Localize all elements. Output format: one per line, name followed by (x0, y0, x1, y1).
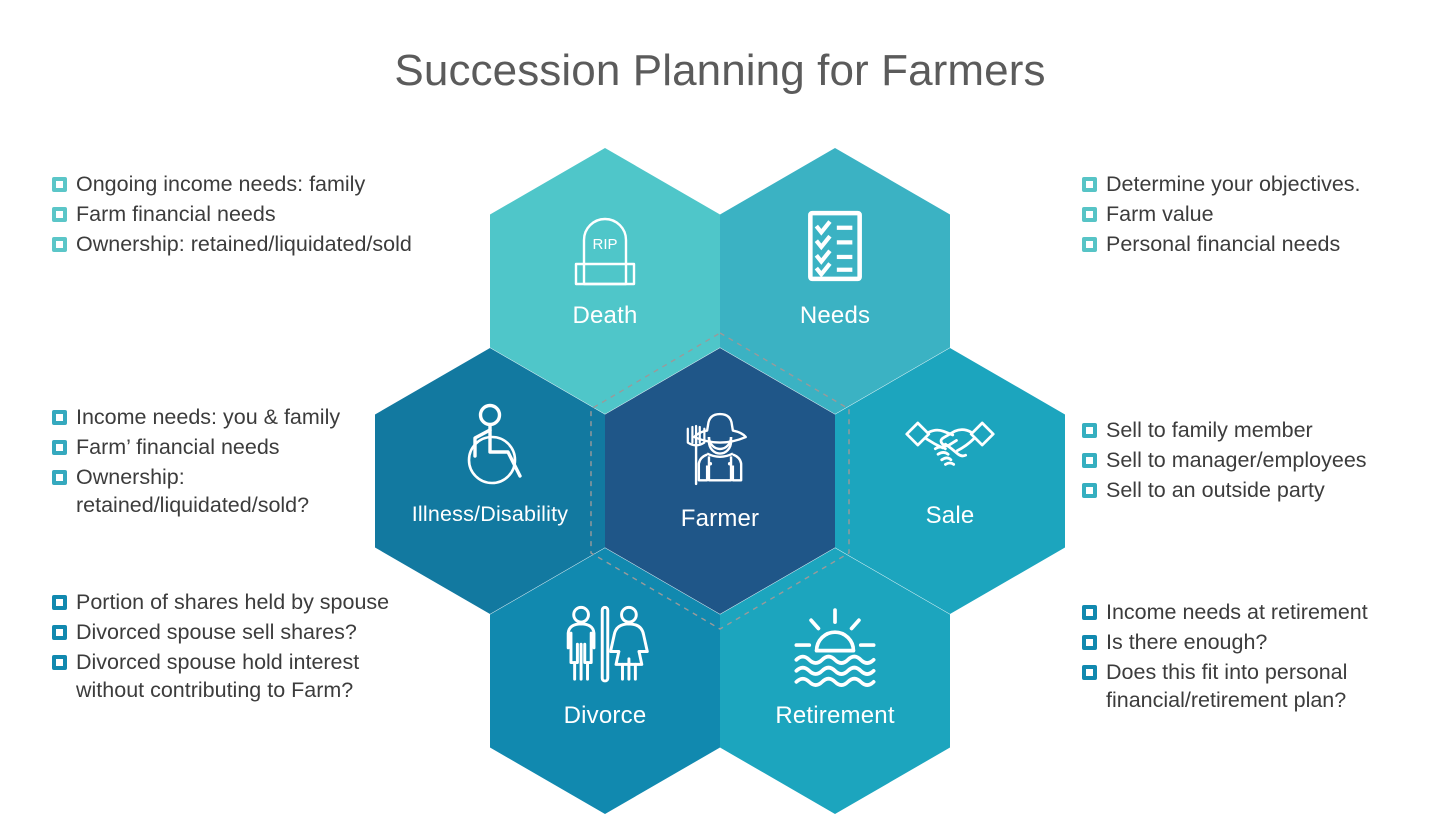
list-item: Determine your objectives. (1082, 170, 1432, 198)
checkbox-bullet-icon (1082, 207, 1097, 222)
checkbox-bullet-icon (52, 410, 67, 425)
farmer-icon (674, 403, 766, 495)
bullet-text: Portion of shares held by spouse (76, 590, 390, 614)
hexagon-label: Farmer (680, 505, 760, 532)
hexagon-label: Divorce (563, 702, 647, 729)
list-item: Farm value (1082, 200, 1432, 228)
bullet-text: Ongoing income needs: family (76, 172, 366, 196)
bullet-text: Sell to an outside party (1106, 478, 1325, 502)
checkbox-bullet-icon (52, 625, 67, 640)
checklist-icon (789, 200, 881, 292)
checkbox-bullet-icon (52, 655, 67, 670)
list-item: Sell to family member (1082, 416, 1432, 444)
bullet-text: Farm financial needs (76, 202, 276, 226)
list-item: Ongoing income needs: family (52, 170, 502, 198)
list-item: Income needs: you & family (52, 403, 452, 431)
page-title: Succession Planning for Farmers (394, 46, 1046, 95)
list-item: Sell to an outside party (1082, 476, 1432, 504)
list-item: Ownership: retained/liquidated/sold? (52, 463, 452, 519)
checkbox-bullet-icon (1082, 423, 1097, 438)
bullet-text: Ownership: retained/liquidated/sold (76, 232, 412, 256)
checkbox-bullet-icon (52, 207, 67, 222)
bullet-text: Divorced spouse hold interest without co… (76, 650, 360, 702)
checkbox-bullet-icon (1082, 605, 1097, 620)
hexagon-label: Illness/Disability (411, 502, 569, 526)
bullet-text: Farm value (1106, 202, 1214, 226)
list-item: Farm’ financial needs (52, 433, 452, 461)
bullet-text: Farm’ financial needs (76, 435, 280, 459)
bullet-text: Sell to manager/employees (1106, 448, 1367, 472)
hexagon-honeycomb: RIP Death Nee (375, 148, 1075, 814)
bullet-block-divorce: Portion of shares held by spouse Divorce… (52, 588, 492, 706)
bullet-text: Personal financial needs (1106, 232, 1341, 256)
bullet-text: Ownership: retained/liquidated/sold? (76, 465, 310, 517)
checkbox-bullet-icon (1082, 177, 1097, 192)
bullet-text: Divorced spouse sell shares? (76, 620, 357, 644)
bullet-block-sale: Sell to family member Sell to manager/em… (1082, 416, 1432, 506)
bullet-text: Does this fit into personal financial/re… (1106, 660, 1348, 712)
handshake-icon (904, 400, 996, 492)
tombstone-rip-text: RIP (592, 236, 617, 253)
bullet-text: Determine your objectives. (1106, 172, 1361, 196)
hexagon-label: Retirement (775, 702, 895, 729)
checkbox-bullet-icon (1082, 483, 1097, 498)
list-item: Portion of shares held by spouse (52, 588, 492, 616)
bullet-text: Is there enough? (1106, 630, 1268, 654)
checkbox-bullet-icon (1082, 453, 1097, 468)
list-item: Sell to manager/employees (1082, 446, 1432, 474)
checkbox-bullet-icon (52, 237, 67, 252)
list-item: Is there enough? (1082, 628, 1432, 656)
checkbox-bullet-icon (52, 470, 67, 485)
list-item: Ownership: retained/liquidated/sold (52, 230, 502, 258)
wheelchair-icon (444, 400, 536, 492)
bullet-text: Income needs at retirement (1106, 600, 1368, 624)
bullet-text: Income needs: you & family (76, 405, 341, 429)
couple-split-icon (559, 600, 651, 692)
tombstone-icon: RIP (559, 200, 651, 292)
bullet-text: Sell to family member (1106, 418, 1313, 442)
checkbox-bullet-icon (1082, 237, 1097, 252)
hexagon-label: Death (572, 302, 638, 329)
list-item: Does this fit into personal financial/re… (1082, 658, 1432, 714)
list-item: Divorced spouse sell shares? (52, 618, 492, 646)
list-item: Income needs at retirement (1082, 598, 1432, 626)
checkbox-bullet-icon (52, 595, 67, 610)
list-item: Divorced spouse hold interest without co… (52, 648, 492, 704)
bullet-block-needs: Determine your objectives. Farm value Pe… (1082, 170, 1432, 260)
list-item: Farm financial needs (52, 200, 502, 228)
hexagon-label: Needs (799, 302, 871, 329)
hexagon-label: Sale (925, 502, 975, 529)
bullet-block-illness: Income needs: you & family Farm’ financi… (52, 403, 452, 521)
checkbox-bullet-icon (1082, 635, 1097, 650)
bullet-block-retirement: Income needs at retirement Is there enou… (1082, 598, 1432, 716)
sunset-waves-icon (789, 600, 881, 692)
checkbox-bullet-icon (1082, 665, 1097, 680)
bullet-block-death: Ongoing income needs: family Farm financ… (52, 170, 502, 260)
list-item: Personal financial needs (1082, 230, 1432, 258)
checkbox-bullet-icon (52, 177, 67, 192)
checkbox-bullet-icon (52, 440, 67, 455)
